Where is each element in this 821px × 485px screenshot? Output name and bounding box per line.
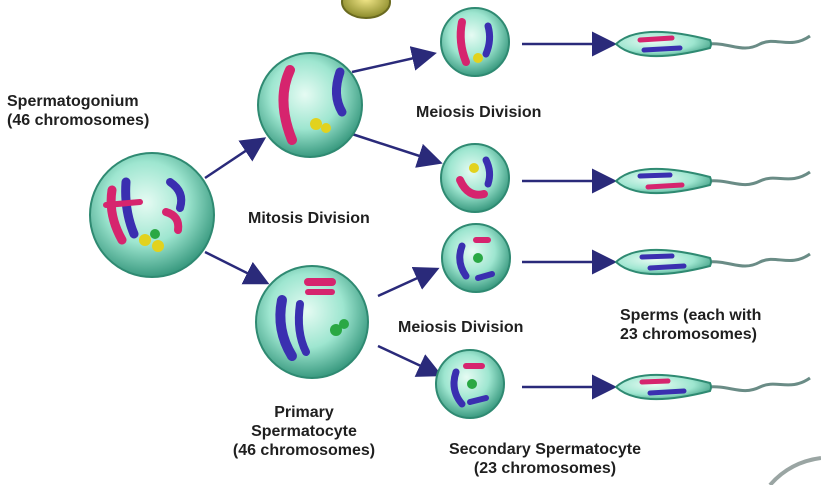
label-spermatogonium: Spermatogonium (46 chromosomes) xyxy=(7,92,149,130)
arrow-meiosis-2 xyxy=(352,134,438,162)
arrow-mitosis-down xyxy=(205,252,265,282)
sperm-2 xyxy=(616,169,810,193)
primary-spermatocyte-cell xyxy=(256,266,368,378)
secondary-cell-1 xyxy=(441,8,509,76)
label-primary-line2: Spermatocyte xyxy=(214,422,394,441)
partial-cell-bottom-right xyxy=(770,458,821,485)
spermatogonium-cell xyxy=(90,153,214,277)
arrow-mitosis-up xyxy=(205,140,262,178)
secondary-cell-4 xyxy=(436,350,504,418)
label-mitosis-division: Mitosis Division xyxy=(248,209,370,228)
spermatocyte-cell-upper xyxy=(258,53,362,157)
label-primary-line1: Primary xyxy=(214,403,394,422)
partial-cell-top xyxy=(342,0,390,18)
secondary-cell-2 xyxy=(441,144,509,212)
sperm-3 xyxy=(616,250,810,274)
arrow-meiosis-1 xyxy=(352,54,432,72)
label-secondary-spermatocyte: Secondary Spermatocyte (23 chromosomes) xyxy=(420,440,670,478)
label-spermatogonium-line2: (46 chromosomes) xyxy=(7,111,149,130)
label-primary-line3: (46 chromosomes) xyxy=(214,441,394,460)
secondary-cell-3 xyxy=(442,224,510,292)
label-sperms: Sperms (each with 23 chromosomes) xyxy=(620,306,761,344)
label-secondary-line1: Secondary Spermatocyte xyxy=(420,440,670,459)
label-primary-spermatocyte: Primary Spermatocyte (46 chromosomes) xyxy=(214,403,394,460)
arrow-meiosis-3 xyxy=(378,270,435,296)
label-sperms-line2: 23 chromosomes) xyxy=(620,325,761,344)
label-spermatogonium-line1: Spermatogonium xyxy=(7,92,149,111)
arrow-meiosis-4 xyxy=(378,346,438,374)
label-sperms-line1: Sperms (each with xyxy=(620,306,761,325)
sperm-1 xyxy=(616,32,810,56)
sperm-4 xyxy=(616,375,810,399)
label-secondary-line2: (23 chromosomes) xyxy=(420,459,670,478)
label-meiosis-division-bottom: Meiosis Division xyxy=(398,318,523,337)
label-meiosis-division-top: Meiosis Division xyxy=(416,103,541,122)
